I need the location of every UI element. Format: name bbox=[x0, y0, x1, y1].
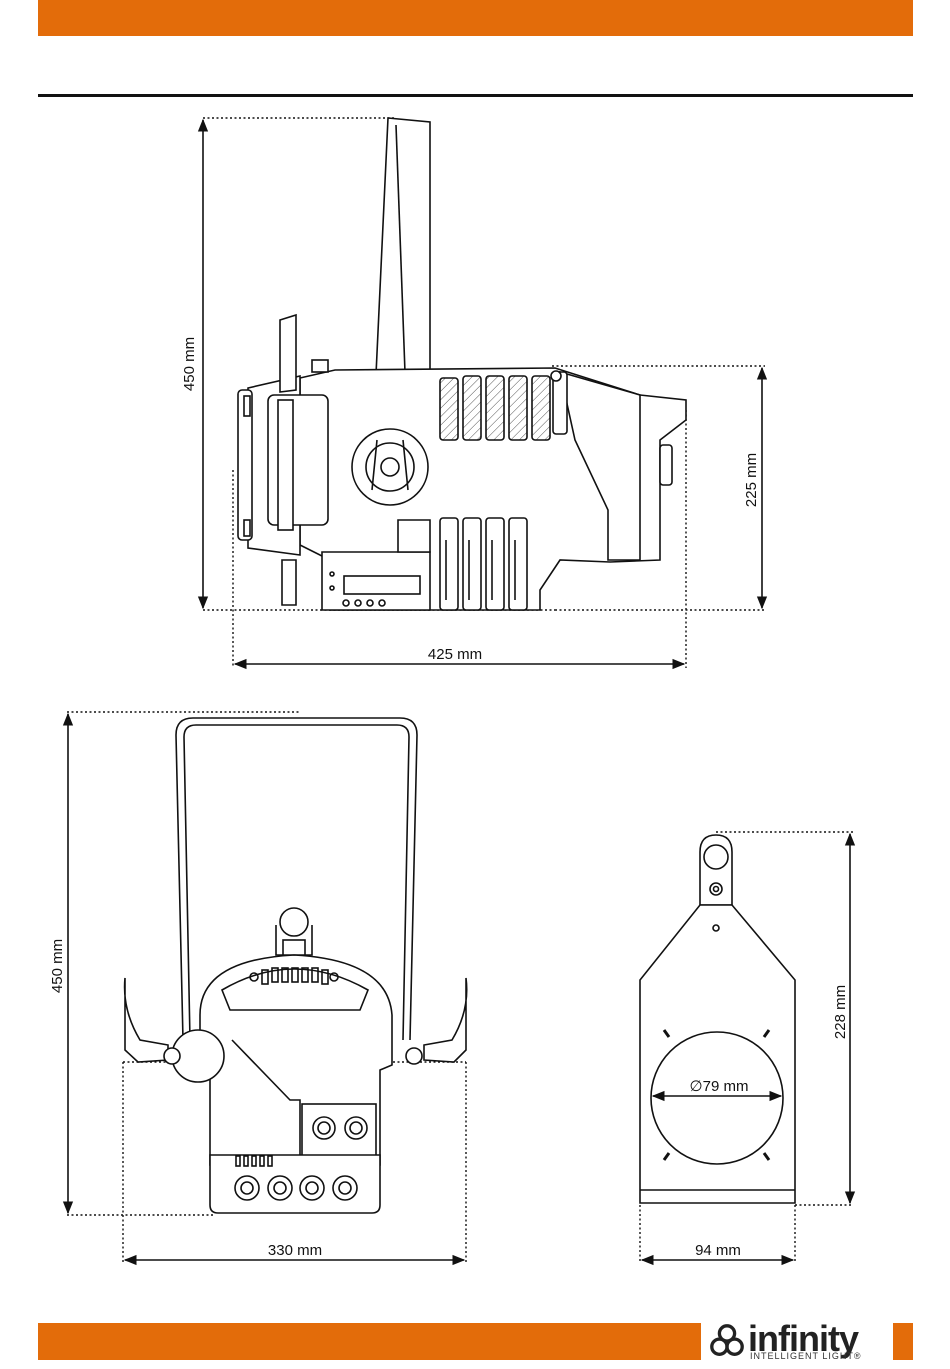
front-height-label: 450 mm bbox=[49, 939, 66, 993]
front-view bbox=[67, 712, 467, 1262]
brand-logo-mark-icon bbox=[708, 1322, 746, 1360]
side-rear-height-label: 225 mm bbox=[743, 453, 760, 507]
front-width-label: 330 mm bbox=[268, 1242, 322, 1259]
bottom-accent-bar bbox=[38, 1323, 701, 1360]
side-shutter-handle-bottom bbox=[282, 560, 296, 605]
brand-logo-subtitle-text: INTELLIGENT LIGHT bbox=[750, 1351, 854, 1361]
brand-logo-subtitle: INTELLIGENT LIGHT® bbox=[750, 1351, 862, 1361]
side-height-label: 450 mm bbox=[181, 337, 198, 391]
side-lcd-screen bbox=[344, 576, 420, 594]
gobo-diameter-label: ∅79 mm bbox=[690, 1078, 749, 1095]
gobo-height-label: 228 mm bbox=[832, 985, 849, 1039]
gobo-holder-view bbox=[640, 832, 853, 1262]
side-view bbox=[203, 118, 765, 668]
bottom-accent-tab bbox=[893, 1323, 913, 1360]
brand-reg-mark: ® bbox=[854, 1351, 862, 1361]
side-length-label: 425 mm bbox=[428, 646, 482, 663]
side-shutter-handle-top bbox=[280, 315, 296, 392]
front-right-pivot bbox=[406, 1048, 422, 1064]
gobo-width-label: 94 mm bbox=[695, 1242, 741, 1259]
front-left-handle bbox=[125, 978, 168, 1062]
front-top-mount bbox=[280, 908, 308, 936]
brand-logo: infinity INTELLIGENT LIGHT® bbox=[706, 1318, 892, 1366]
side-yoke-knob bbox=[352, 429, 428, 505]
front-right-handle bbox=[424, 978, 467, 1062]
gobo-plate bbox=[640, 905, 795, 1203]
